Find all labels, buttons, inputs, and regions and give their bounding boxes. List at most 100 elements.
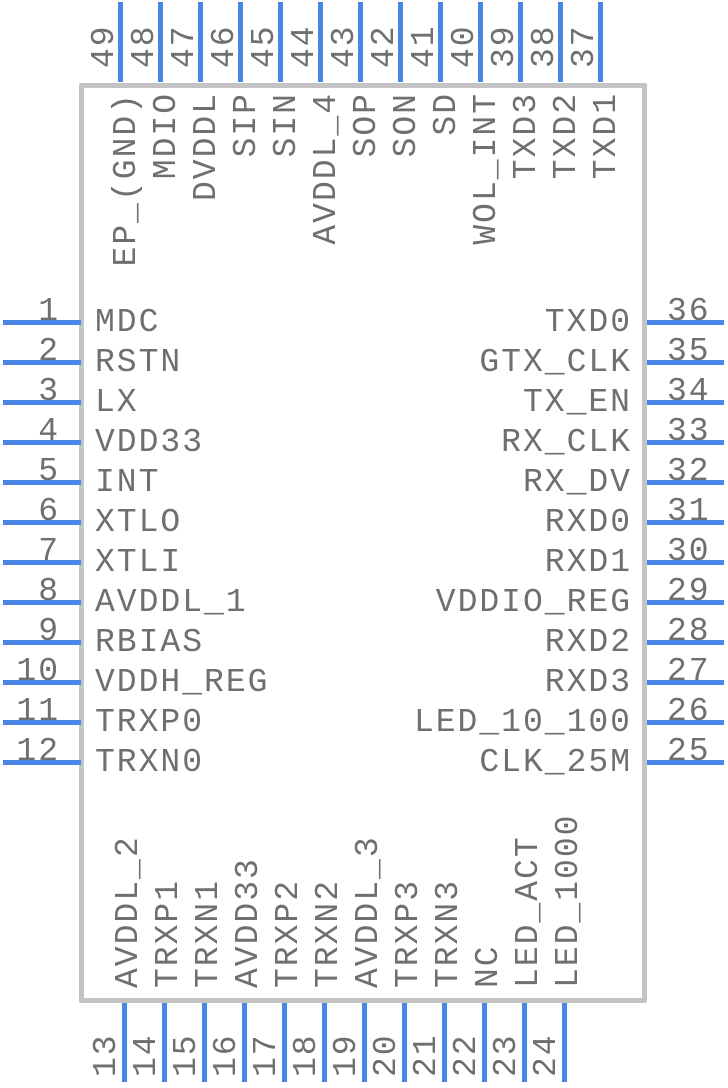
pin-line [647,760,724,765]
pin-number: 12 [16,732,60,770]
pin-number: 7 [38,532,60,570]
pin-number: 39 [486,24,523,68]
pin-label: NC [470,944,507,988]
pin-number: 41 [406,24,443,68]
pin-number: 1 [38,292,60,330]
pin-line [202,1003,207,1082]
pin-label: SON [388,92,425,158]
pin-line [3,440,81,445]
pin-label: WOL_INT [468,92,505,245]
pin-line [482,1003,487,1082]
pin-number: 5 [38,452,60,490]
pin-label: RXD2 [544,623,632,661]
pin-line [122,1003,127,1082]
pin-number: 46 [206,24,243,68]
pin-number: 49 [86,24,123,68]
pin-label: MDIO [148,92,185,180]
pin-label: MDC [95,303,161,341]
pin-line [3,640,81,645]
pin-label: SIN [268,92,305,158]
pin-line [647,560,724,565]
pin-label: EP_(GND) [108,92,145,267]
pin-number: 4 [38,412,60,450]
pin-line [318,2,323,82]
pin-label: TRXP3 [390,878,427,988]
pin-label: TRXN3 [430,878,467,988]
pin-label: VDD33 [95,423,205,461]
pin-line [118,2,123,82]
pin-number: 32 [667,452,711,490]
pin-label: RXD1 [544,543,632,581]
pin-label: AVDDL_4 [308,92,345,245]
pin-number: 47 [166,24,203,68]
pin-label: TXD1 [588,92,625,180]
pin-label: TXD2 [548,92,585,180]
pin-line [242,1003,247,1082]
pin-label: LED_1000 [550,813,587,988]
pin-line [558,2,563,82]
pin-number: 40 [446,24,483,68]
pin-label: TRXN2 [310,878,347,988]
pin-number: 42 [366,24,403,68]
pin-line [3,320,81,325]
pin-label: SIP [228,92,265,158]
pin-label: VDDH_REG [95,663,270,701]
pin-label: TX_EN [522,383,632,421]
pin-label: DVDDL [188,92,225,202]
pin-line [3,760,81,765]
pin-label: TRXP1 [150,878,187,988]
pin-number: 2 [38,332,60,370]
pin-number: 11 [16,692,60,730]
pin-line [3,520,81,525]
pin-number: 19 [328,1033,365,1077]
pin-label: GTX_CLK [479,343,632,381]
pin-line [647,480,724,485]
pin-line [647,360,724,365]
pin-number: 13 [88,1033,125,1077]
pin-number: 6 [38,492,60,530]
pin-line [322,1003,327,1082]
pin-number: 29 [667,572,711,610]
pin-number: 37 [566,24,603,68]
pin-line [158,2,163,82]
pin-label: RXD3 [544,663,632,701]
pin-line [278,2,283,82]
pin-line [362,1003,367,1082]
pin-number: 43 [326,24,363,68]
pin-number: 23 [488,1033,525,1077]
pin-line [647,680,724,685]
pin-line [518,2,523,82]
pin-line [478,2,483,82]
pin-number: 33 [667,412,711,450]
pin-number: 34 [667,372,711,410]
pin-number: 9 [38,612,60,650]
pin-line [3,680,81,685]
pin-label: XTLI [95,543,183,581]
pin-number: 8 [38,572,60,610]
pin-line [442,1003,447,1082]
pin-number: 14 [128,1033,165,1077]
pin-number: 16 [208,1033,245,1077]
pin-line [198,2,203,82]
pin-line [598,2,603,82]
pin-line [562,1003,567,1082]
pin-label: VDDIO_REG [435,583,632,621]
pin-label: LED_ACT [510,835,547,988]
pin-line [3,360,81,365]
pin-number: 20 [368,1033,405,1077]
pin-number: 15 [168,1033,205,1077]
pin-label: TRXP0 [95,703,205,741]
pin-line [647,640,724,645]
pin-label: AVDDL_3 [350,835,387,988]
pin-line [402,1003,407,1082]
pin-label: TXD3 [508,92,545,180]
pin-line [647,400,724,405]
pin-number: 30 [667,532,711,570]
pin-label: RBIAS [95,623,205,661]
pin-number: 44 [286,24,323,68]
component-body [79,83,647,1003]
pin-number: 18 [288,1033,325,1077]
pin-line [3,560,81,565]
pin-number: 31 [667,492,711,530]
pin-line [358,2,363,82]
